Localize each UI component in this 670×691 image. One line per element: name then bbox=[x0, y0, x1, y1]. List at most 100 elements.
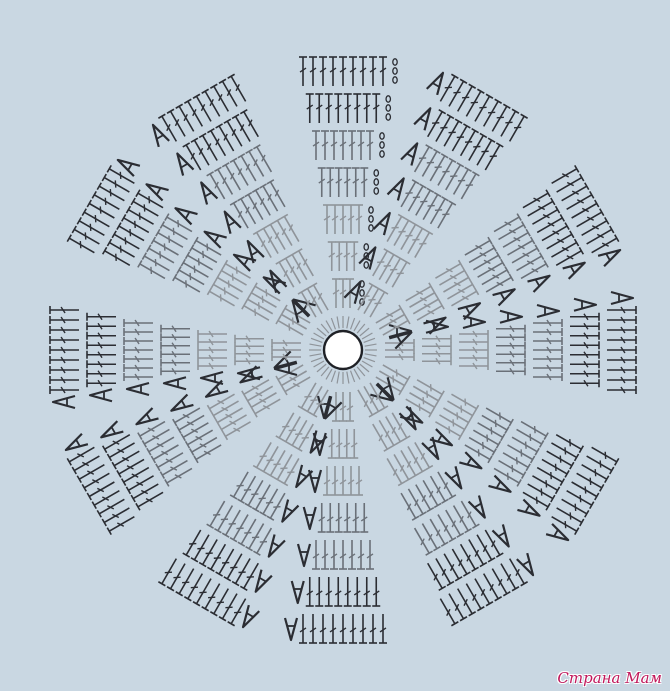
double-crochet-stitch bbox=[507, 444, 534, 461]
stitch-topbar bbox=[157, 113, 166, 119]
stitch-crossbar bbox=[282, 339, 288, 347]
double-crochet-stitch bbox=[429, 155, 446, 182]
stitch-crossbar bbox=[620, 386, 626, 394]
stitch-crossbar bbox=[203, 450, 211, 456]
stitch-topbar bbox=[303, 408, 312, 415]
stitch-topbar bbox=[411, 221, 420, 228]
stitch-crossbar bbox=[436, 486, 441, 494]
stitch-topbar bbox=[125, 486, 132, 495]
double-crochet-stitch bbox=[382, 364, 409, 381]
stitch-topbar bbox=[120, 214, 127, 222]
double-crochet-stitch bbox=[285, 416, 301, 443]
ring-stitch bbox=[364, 353, 377, 357]
stitch-crossbar bbox=[482, 544, 488, 553]
decrease-crossbar bbox=[364, 256, 373, 263]
stitch-topbar bbox=[198, 561, 207, 568]
double-crochet-stitch bbox=[187, 429, 214, 446]
double-crochet-stitch bbox=[363, 385, 380, 412]
stitch-crossbar bbox=[566, 181, 574, 187]
decrease-crossbar bbox=[497, 531, 506, 538]
stitch-topbar bbox=[472, 523, 480, 529]
double-crochet-stitch bbox=[409, 292, 436, 308]
double-crochet-stitch bbox=[209, 500, 226, 527]
double-crochet-stitch bbox=[108, 515, 135, 532]
double-crochet-stitch bbox=[385, 257, 401, 284]
stitch-topbar bbox=[193, 455, 199, 464]
ring-stitch bbox=[349, 370, 356, 383]
double-crochet-stitch bbox=[393, 454, 410, 480]
stitch-topbar bbox=[529, 455, 536, 464]
stitch-topbar bbox=[463, 571, 471, 577]
double-crochet-stitch bbox=[221, 269, 247, 286]
double-crochet-stitch bbox=[157, 452, 184, 468]
decrease-crossbar bbox=[605, 253, 611, 261]
double-crochet-stitch bbox=[139, 420, 166, 437]
stitch-crossbar bbox=[583, 351, 589, 359]
stitch-topbar bbox=[579, 518, 585, 527]
stitch-topbar bbox=[66, 234, 72, 243]
stitch-crossbar bbox=[454, 603, 460, 611]
stitch-topbar bbox=[435, 396, 442, 405]
stitch-topbar bbox=[237, 196, 245, 202]
stitch-topbar bbox=[404, 217, 413, 224]
double-crochet-stitch bbox=[243, 562, 259, 589]
double-crochet-stitch bbox=[405, 398, 432, 415]
stitch-topbar bbox=[431, 288, 438, 297]
stitch-crossbar bbox=[472, 330, 478, 338]
decrease-crossbar bbox=[285, 506, 294, 513]
double-crochet-stitch bbox=[234, 558, 251, 584]
stitch-crossbar bbox=[260, 240, 266, 248]
stitch-topbar bbox=[215, 571, 223, 577]
stitch-crossbar bbox=[350, 252, 358, 258]
stitch-crossbar bbox=[229, 420, 237, 426]
double-crochet-stitch bbox=[132, 200, 159, 217]
stitch-topbar bbox=[534, 244, 540, 253]
double-crochet-stitch bbox=[485, 276, 512, 293]
stitch-crossbar bbox=[591, 225, 599, 230]
double-crochet-stitch bbox=[306, 385, 323, 412]
chain-stitch bbox=[392, 58, 398, 66]
stitch-topbar bbox=[155, 228, 161, 237]
decrease-crossbar bbox=[450, 473, 459, 480]
stitch-topbar bbox=[294, 248, 303, 254]
stitch-crossbar bbox=[92, 479, 100, 484]
double-crochet-stitch bbox=[281, 313, 308, 330]
stitch-topbar bbox=[237, 541, 246, 547]
stitch-crossbar bbox=[451, 520, 456, 528]
stitch-topbar bbox=[389, 442, 398, 449]
double-crochet-stitch bbox=[98, 185, 125, 202]
double-crochet-stitch bbox=[262, 185, 279, 212]
decrease-crossbar bbox=[404, 414, 413, 420]
stitch-crossbar bbox=[60, 336, 66, 344]
stitch-topbar bbox=[368, 282, 377, 288]
double-crochet-stitch bbox=[225, 421, 251, 438]
double-crochet-stitch bbox=[161, 459, 188, 476]
stitch-topbar bbox=[468, 83, 477, 89]
ring-stitch bbox=[336, 371, 340, 384]
stitch-topbar bbox=[473, 287, 480, 296]
stitch-crossbar bbox=[472, 593, 477, 601]
double-crochet-stitch bbox=[443, 407, 469, 424]
double-crochet-stitch bbox=[468, 135, 485, 161]
double-crochet-stitch bbox=[459, 130, 476, 157]
double-crochet-stitch bbox=[118, 458, 145, 475]
double-crochet-stitch bbox=[221, 80, 238, 107]
double-crochet-stitch bbox=[571, 481, 598, 498]
double-crochet-stitch bbox=[169, 110, 186, 137]
ring-stitch bbox=[325, 320, 333, 332]
double-crochet-stitch bbox=[421, 150, 438, 177]
stitch-topbar bbox=[569, 230, 575, 239]
stitch-crossbar bbox=[326, 516, 334, 522]
decrease-crossbar bbox=[273, 280, 282, 286]
stitch-crossbar bbox=[546, 355, 552, 363]
stitch-topbar bbox=[450, 621, 459, 627]
chain-stitch bbox=[373, 178, 380, 186]
double-crochet-stitch bbox=[576, 472, 603, 489]
stitch-topbar bbox=[487, 455, 493, 464]
stitch-topbar bbox=[76, 475, 82, 484]
double-crochet-stitch bbox=[416, 379, 443, 395]
stitch-crossbar bbox=[385, 430, 390, 438]
stitch-crossbar bbox=[191, 428, 199, 434]
stitch-topbar bbox=[504, 426, 510, 434]
stitch-topbar bbox=[141, 440, 148, 448]
